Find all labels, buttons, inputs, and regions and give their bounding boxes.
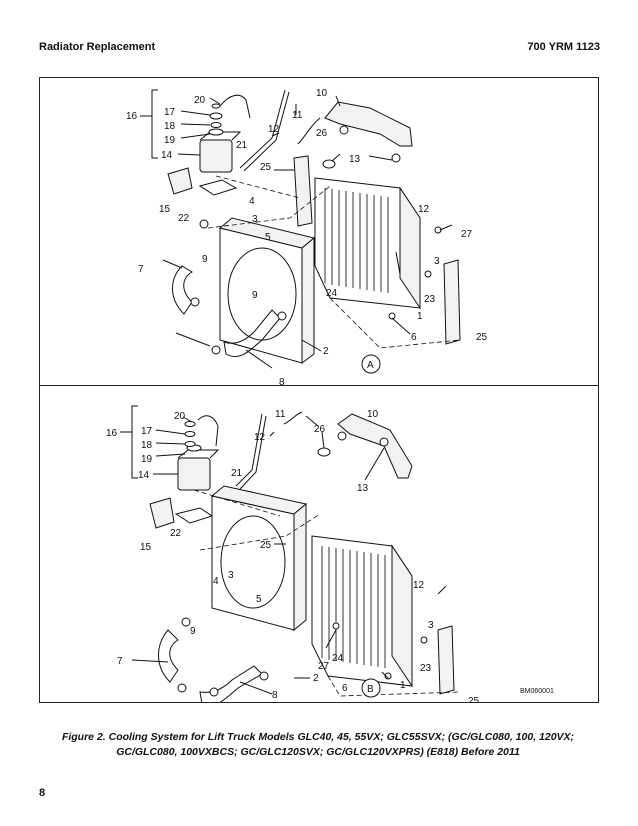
callout-17-a: 17 [164,107,176,118]
callout-25-a-top: 25 [260,162,272,173]
drawing-code: BM060001 [520,688,554,695]
page-number: 8 [39,787,46,799]
callout-3-a-left: 3 [252,214,258,225]
callout-15-a: 15 [159,204,171,215]
callout-26-b: 26 [314,424,326,435]
callout-17-b: 17 [141,426,153,437]
callout-22-b: 22 [170,528,182,539]
radiator-fins-a [324,188,389,293]
callout-6-b: 6 [342,683,348,694]
view-marker-b [361,678,381,698]
callout-3-a-right: 3 [434,256,440,267]
callout-21-a: 21 [236,140,248,151]
callout-27-a: 27 [461,229,473,240]
callout-8-a: 8 [279,377,285,385]
callout-15-b: 15 [140,542,152,553]
callout-20-b: 20 [174,411,186,422]
callout-19-a: 19 [164,135,176,146]
callout-5-a: 5 [265,232,271,243]
callout-1-b: 1 [400,680,406,691]
callout-3-b-right: 3 [428,620,434,631]
callout-25-b-top: 25 [260,540,272,551]
callout-20-a: 20 [194,95,206,106]
callout-27-b: 27 [318,661,330,672]
callout-13-b: 13 [357,483,369,494]
panel-b-drawing: 20 17 18 19 14 16 15 22 21 11 12 26 10 1… [106,405,554,702]
callout-12-a-right: 12 [418,204,430,215]
view-marker-a [361,354,381,374]
callout-14-a: 14 [161,150,173,161]
callout-7-a: 7 [138,264,144,275]
callout-5-b: 5 [256,594,262,605]
callout-2-b: 2 [313,673,319,684]
callout-26-a: 26 [316,128,328,139]
callout-6-a: 6 [411,332,417,343]
callout-11-a: 11 [292,110,303,121]
callout-10-b: 10 [367,409,379,420]
callout-12-a-top: 12 [268,124,280,135]
radiator-fins-b [321,546,386,668]
callout-1-a: 1 [417,311,423,322]
callout-10-a: 10 [316,88,328,99]
callout-4-a: 4 [249,196,255,207]
callout-4-b: 4 [213,576,219,587]
callout-23-b: 23 [420,663,432,674]
caption-line-1: Figure 2. Cooling System for Lift Truck … [61,731,575,743]
section-title: Radiator Replacement [39,41,156,53]
callout-25-b-right: 25 [468,696,480,702]
callout-19-b: 19 [141,454,153,465]
panel-a-drawing: 20 17 18 19 14 16 15 22 21 10 11 12 26 1… [126,88,488,385]
callout-18-a: 18 [164,121,176,132]
callout-25-a-right: 25 [476,332,488,343]
callout-14-b: 14 [138,470,150,481]
callout-24-b: 24 [332,653,344,664]
callout-3-b-left: 3 [228,570,234,581]
view-letter-a: A [367,360,374,371]
callout-8-b: 8 [272,690,278,701]
callout-24-a: 24 [326,288,338,299]
callout-16-a: 16 [126,111,138,122]
callout-13-a: 13 [349,154,361,165]
callout-12-b-top: 12 [254,432,266,443]
panel-a: 20 17 18 19 14 16 15 22 21 10 11 12 26 1… [40,78,598,386]
callout-21-b: 21 [231,468,243,479]
callout-2-a: 2 [323,346,329,357]
callout-9-b-top: 9 [190,626,196,637]
document-code: 700 YRM 1123 [527,41,600,53]
callout-7-b: 7 [117,656,123,667]
callout-18-b: 18 [141,440,153,451]
figure-frame: 20 17 18 19 14 16 15 22 21 10 11 12 26 1… [39,77,599,703]
callout-12-b-right: 12 [413,580,425,591]
callout-23-a: 23 [424,294,436,305]
figure-caption: Figure 2. Cooling System for Lift Truck … [48,730,588,760]
callout-22-a: 22 [178,213,190,224]
callout-11-b: 11 [275,409,286,420]
callout-9-a-top: 9 [202,254,208,265]
callout-16-b: 16 [106,428,118,439]
caption-line-2: GC/GLC080, 100VXBCS; GC/GLC120SVX; GC/GL… [116,746,520,758]
callout-9-a-mid: 9 [252,290,258,301]
panel-b: 20 17 18 19 14 16 15 22 21 11 12 26 10 1… [40,386,598,702]
view-letter-b: B [367,684,374,695]
